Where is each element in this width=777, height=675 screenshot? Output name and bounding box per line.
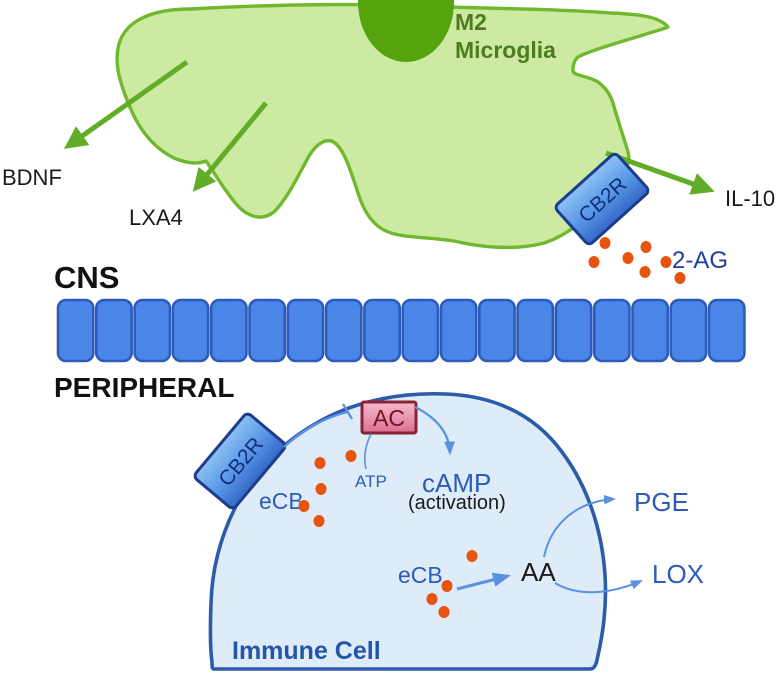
barrier-block	[248, 298, 287, 363]
ac-to-camp-arrow	[414, 405, 456, 456]
ecb-label-2: eCB	[398, 562, 443, 588]
barrier-block	[171, 298, 210, 363]
ac-label: AC	[373, 405, 405, 431]
barrier-block	[209, 298, 248, 363]
il10-label: IL-10	[725, 186, 775, 211]
ecb-dots-cluster-2	[426, 550, 478, 618]
barrier-block	[439, 298, 478, 363]
ecb-label-1: eCB	[259, 488, 304, 514]
barrier-block	[592, 298, 631, 363]
cns-label: CNS	[54, 260, 119, 295]
aa-label: AA	[521, 557, 556, 587]
bdnf-label: BDNF	[2, 165, 62, 190]
activation-label: (activation)	[408, 492, 506, 514]
m2-polarization-cap	[358, 0, 454, 62]
ac-enzyme-box: AC	[360, 400, 418, 435]
atp-label: ATP	[355, 472, 387, 491]
barrier-block	[516, 298, 555, 363]
2ag-label: 2-AG	[672, 247, 728, 274]
immune-cell-label: Immune Cell	[232, 637, 381, 665]
ecb-dots-cluster-1	[298, 450, 357, 527]
lox-label: LOX	[652, 559, 704, 589]
aa-to-lox-arrow	[554, 580, 643, 594]
immune-cell-body	[208, 391, 608, 671]
barrier-block	[477, 298, 516, 363]
lxa4-label: LXA4	[129, 205, 183, 230]
barrier-block	[707, 298, 746, 363]
aa-to-pge-arrow	[543, 494, 616, 558]
barrier-block	[133, 298, 172, 363]
barrier-block	[401, 298, 440, 363]
pge-label: PGE	[634, 487, 689, 517]
microglia-cell-body	[115, 2, 670, 250]
inhibition-t-bar	[342, 403, 353, 420]
lxa4-arrow	[192, 101, 268, 192]
atp-to-ac-line	[364, 433, 372, 470]
bdnf-arrow	[63, 59, 189, 149]
camp-label: cAMP	[422, 468, 491, 498]
immune-cb2r-receptor: CB2R	[193, 412, 287, 510]
cb2r-inhibits-ac-line	[283, 410, 348, 448]
barrier-block	[95, 298, 133, 363]
released-2ag-dots	[588, 237, 686, 284]
blood-brain-barrier	[56, 298, 746, 363]
m2-label-line2: Microglia	[455, 37, 556, 63]
barrier-block	[631, 298, 670, 363]
peripheral-label: PERIPHERAL	[54, 372, 234, 403]
barrier-block	[286, 298, 325, 363]
barrier-block	[363, 298, 401, 363]
barrier-block	[554, 298, 593, 363]
il10-arrow	[605, 150, 715, 195]
barrier-block	[669, 298, 708, 363]
m2-label-line1: M2	[455, 9, 487, 35]
ecb-to-aa-arrow	[456, 572, 511, 591]
barrier-block	[56, 298, 95, 363]
barrier-block	[324, 298, 363, 363]
